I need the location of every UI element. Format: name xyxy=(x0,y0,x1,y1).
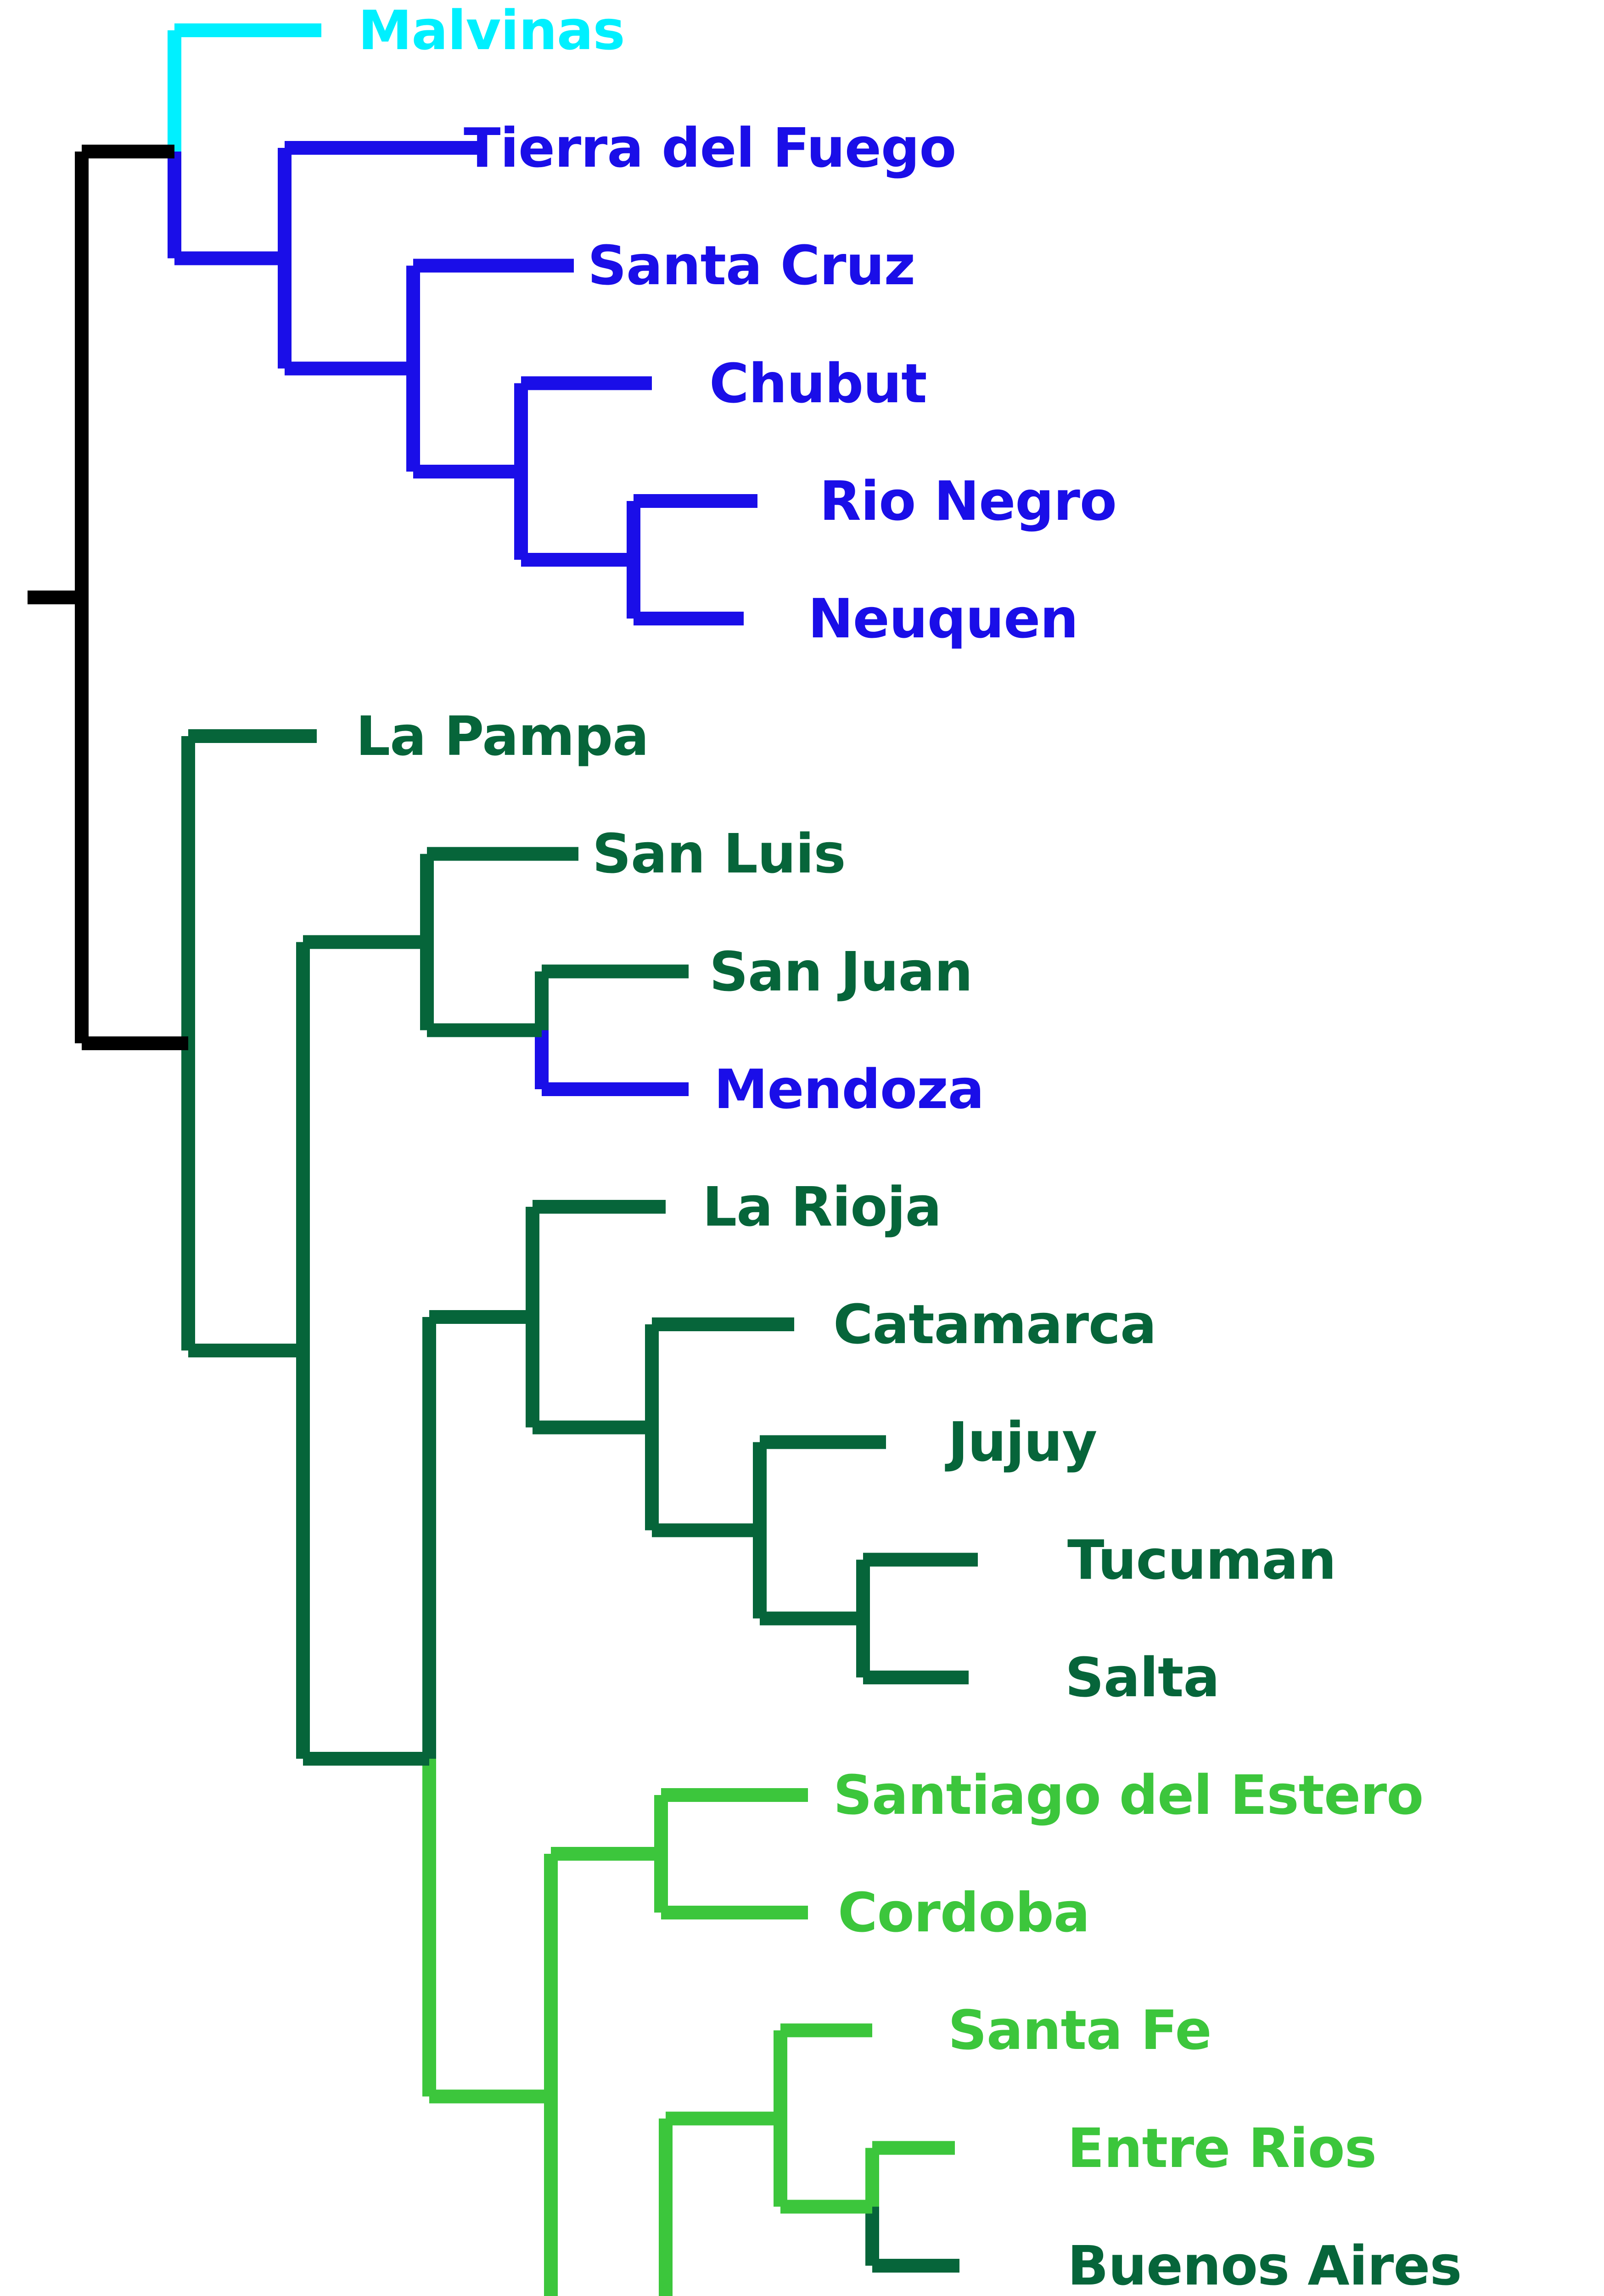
taxon-label-santa-cruz: Santa Cruz xyxy=(588,234,915,298)
taxon-label-neuquen: Neuquen xyxy=(808,587,1078,650)
taxon-label-santiago-del-estero: Santiago del Estero xyxy=(833,1763,1424,1827)
taxon-label-san-juan: San Juan xyxy=(709,940,973,1003)
taxon-label-jujuy: Jujuy xyxy=(948,1410,1097,1474)
taxon-label-cordoba: Cordoba xyxy=(838,1881,1090,1945)
taxon-label-malvinas: Malvinas xyxy=(358,0,625,62)
taxon-label-san-luis: San Luis xyxy=(592,822,846,886)
taxon-label-mendoza: Mendoza xyxy=(714,1057,984,1121)
taxon-label-tucuman: Tucuman xyxy=(1067,1528,1336,1592)
taxon-label-tierra-del-fuego: Tierra del Fuego xyxy=(464,116,956,180)
taxon-label-salta: Salta xyxy=(1065,1645,1220,1709)
taxon-label-entre-rios: Entre Rios xyxy=(1067,2116,1377,2180)
taxon-label-catamarca: Catamarca xyxy=(833,1293,1157,1356)
taxon-label-rio-negro: Rio Negro xyxy=(819,469,1117,533)
taxon-label-santa-fe: Santa Fe xyxy=(948,1998,1212,2062)
taxon-label-la-rioja: La Rioja xyxy=(702,1175,942,1238)
taxon-label-chubut: Chubut xyxy=(709,351,927,415)
taxon-label-buenos-aires: Buenos Aires xyxy=(1067,2234,1462,2296)
taxon-label-la-pampa: La Pampa xyxy=(356,704,649,768)
